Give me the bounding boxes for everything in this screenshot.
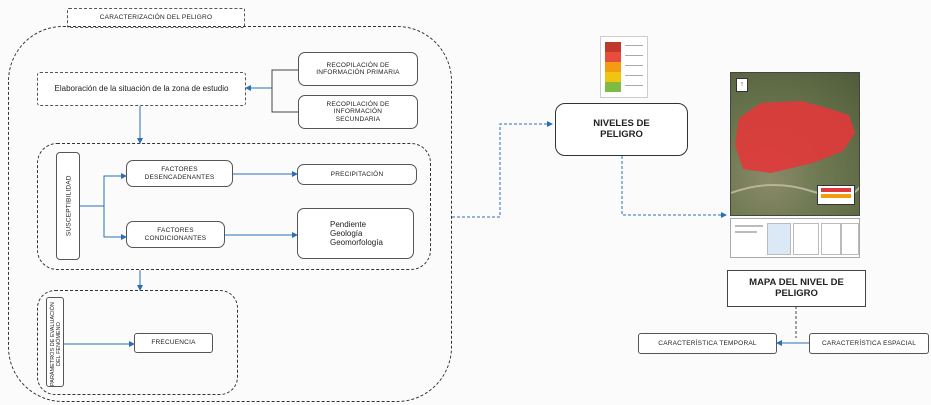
frecuencia-label: FRECUENCIA — [151, 339, 196, 347]
susceptibilidad-box: SUSCEPTIBILIDAD — [56, 152, 80, 260]
legend-swatch-very-low — [605, 82, 621, 92]
map-info-strip — [730, 218, 860, 258]
secundaria-label: RECOPILACIÓN DE INFORMACIÓN SECUNDARIA — [326, 100, 390, 123]
temporal-box: CARACTERÍSTICA TEMPORAL — [638, 333, 777, 354]
legend-swatch-medium — [605, 62, 621, 72]
desencadenantes-box: FACTORES DESENCADENANTES — [126, 160, 233, 187]
legend-swatch-low — [605, 72, 621, 82]
header-title-box: CARACTERIZACIÓN DEL PELIGRO — [67, 8, 245, 28]
secundaria-box: RECOPILACIÓN DE INFORMACIÓN SECUNDARIA — [298, 95, 418, 129]
temporal-label: CARACTERÍSTICA TEMPORAL — [658, 339, 757, 347]
situacion-label: Elaboración de la situación de la zona d… — [54, 84, 229, 94]
desencadenantes-label: FACTORES DESENCADENANTES — [144, 166, 215, 181]
espacial-label: CARACTERÍSTICA ESPACIAL — [821, 339, 917, 347]
mapa-label: MAPA DEL NIVEL DE PELIGRO — [749, 276, 844, 299]
map-legend — [817, 185, 855, 205]
characterization-frame — [8, 26, 452, 402]
factor-geologia: Geología — [330, 228, 363, 238]
parametros-box: PARÁMETROS DE EVALUACIÓN DEL FENÓMENO — [46, 297, 64, 387]
susceptibilidad-label: SUSCEPTIBILIDAD — [65, 175, 73, 237]
map-hazard-zone — [735, 101, 855, 173]
factor-geomorfologia: Geomorfología — [330, 238, 383, 248]
condicionantes-label: FACTORES CONDICIONANTES — [144, 227, 207, 242]
precipitacion-box: PRECIPITACIÓN — [297, 164, 417, 185]
factores-list-box: Pendiente Geología Geomorfología — [297, 208, 414, 259]
espacial-box: CARACTERÍSTICA ESPACIAL — [809, 333, 929, 354]
header-title: CARACTERIZACIÓN DEL PELIGRO — [99, 14, 213, 22]
precipitacion-label: PRECIPITACIÓN — [330, 170, 384, 178]
primaria-box: RECOPILACIÓN DE INFORMACIÓN PRIMARIA — [298, 52, 418, 86]
legend-thumbnail — [600, 36, 648, 98]
parametros-frame — [37, 290, 238, 395]
legend-swatch-high — [605, 52, 621, 62]
legend-swatch-very-high — [605, 42, 621, 52]
hazard-map: ↑ — [730, 72, 860, 216]
map-north-arrow: ↑ — [736, 78, 748, 92]
factor-pendiente: Pendiente — [330, 219, 367, 229]
frecuencia-box: FRECUENCIA — [134, 333, 213, 353]
situacion-box: Elaboración de la situación de la zona d… — [37, 72, 246, 106]
susceptibility-frame — [37, 143, 431, 270]
condicionantes-box: FACTORES CONDICIONANTES — [126, 221, 225, 248]
mapa-box: MAPA DEL NIVEL DE PELIGRO — [727, 270, 866, 307]
niveles-label: NIVELES DE PELIGRO — [593, 117, 650, 140]
niveles-box: NIVELES DE PELIGRO — [555, 103, 688, 156]
primaria-label: RECOPILACIÓN DE INFORMACIÓN PRIMARIA — [316, 61, 400, 76]
parametros-label: PARÁMETROS DE EVALUACIÓN DEL FENÓMENO — [49, 302, 62, 386]
